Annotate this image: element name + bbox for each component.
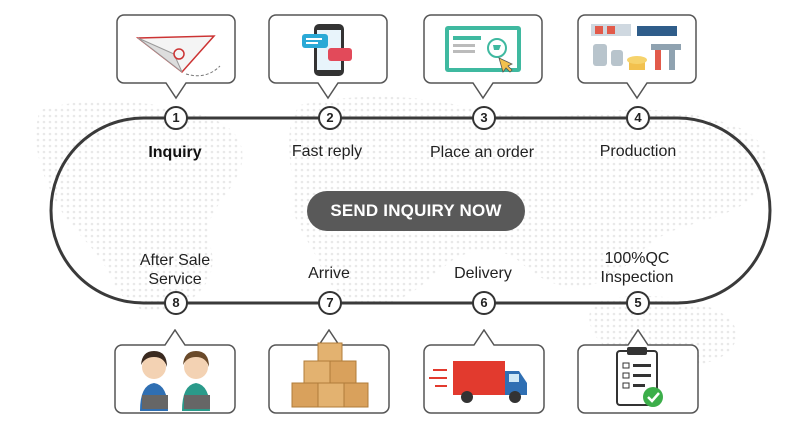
send-inquiry-button[interactable]: SEND INQUIRY NOW (307, 191, 525, 231)
step-1-icon-bubble (116, 14, 236, 100)
step-5-icon-bubble (577, 329, 699, 414)
step-1-number: 1 (164, 106, 188, 130)
step-3-number: 3 (472, 106, 496, 130)
step-8-label: After Sale Service (115, 251, 235, 289)
step-8-label-line1: After Sale (139, 252, 211, 269)
delivery-truck-icon (429, 361, 527, 403)
phone-chat-icon (302, 24, 352, 76)
step-5-number: 5 (626, 291, 650, 315)
step-3-label: Place an order (429, 144, 535, 161)
paper-plane-envelope-icon (135, 35, 221, 77)
step-5-label-line2: Inspection (600, 269, 674, 286)
step-3-icon-bubble (423, 14, 543, 100)
clipboard-check-icon (616, 347, 663, 407)
step-5-label-line1: 100%QC (604, 250, 670, 267)
step-2-number: 2 (318, 106, 342, 130)
step-4-icon-bubble (577, 14, 697, 100)
step-4-number: 4 (626, 106, 650, 130)
step-5-label: 100%QC Inspection (577, 249, 697, 287)
step-2-icon-bubble (268, 14, 388, 100)
stacked-boxes-icon (291, 342, 369, 408)
step-6-label: Delivery (454, 265, 512, 282)
monitor-cart-click-icon (445, 26, 521, 73)
factory-line-icon (591, 24, 681, 70)
step-7-label: Arrive (308, 265, 350, 282)
step-7-number: 7 (318, 291, 342, 315)
support-agents-icon (140, 351, 210, 411)
step-2-label: Fast reply (291, 143, 363, 160)
step-6-number: 6 (472, 291, 496, 315)
step-1-label: Inquiry (148, 144, 202, 161)
step-6-icon-bubble (423, 329, 545, 414)
step-8-number: 8 (164, 291, 188, 315)
step-4-label: Production (599, 143, 677, 160)
step-8-icon-bubble (114, 329, 236, 414)
step-8-label-line2: Service (148, 271, 202, 288)
step-7-icon-bubble (268, 329, 390, 414)
